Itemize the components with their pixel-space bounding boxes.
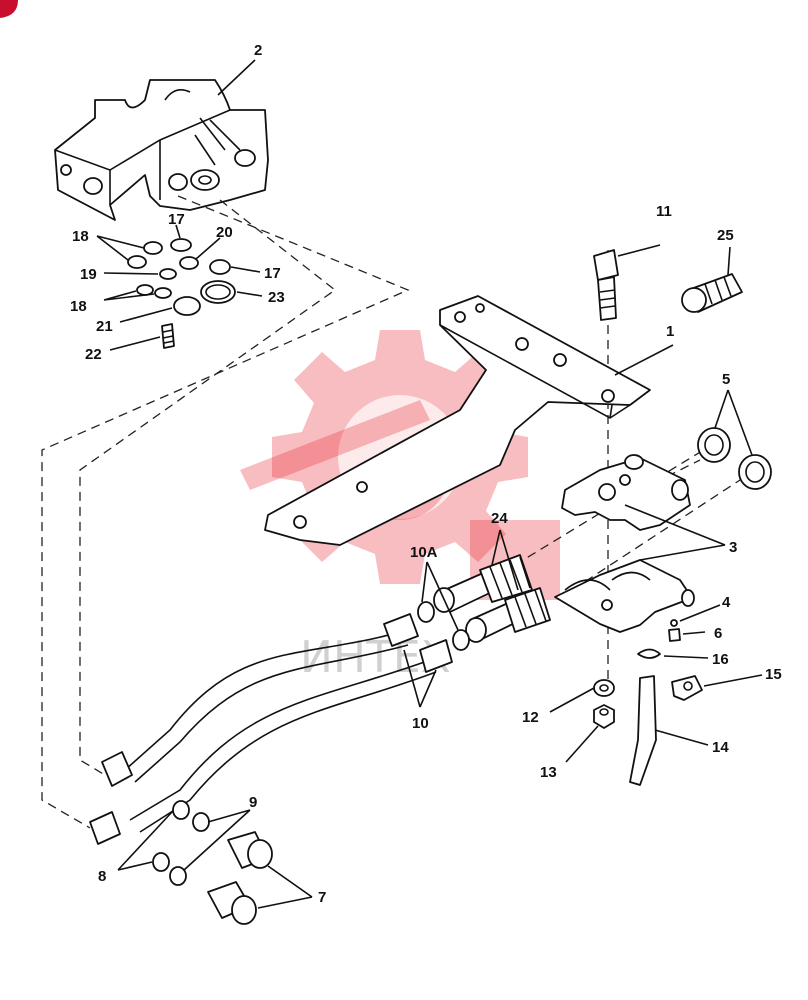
part-15-clip-clamp (671, 675, 703, 701)
part-18-seal-a (143, 241, 163, 255)
callout-18-a: 18 (72, 228, 89, 245)
part-3-clamp-lower (554, 559, 695, 633)
callout-23: 23 (268, 289, 285, 306)
callout-12: 12 (522, 709, 539, 726)
part-24-coupler-upper (433, 554, 533, 613)
part-21-seal (173, 296, 201, 316)
part-14-tube (629, 675, 657, 786)
callout-21: 21 (96, 318, 113, 335)
callout-9: 9 (249, 794, 257, 811)
part-17-seal-a (170, 238, 192, 252)
part-18-seal-c (136, 284, 154, 296)
part-12-washer (593, 679, 615, 697)
part-16-clip (637, 648, 661, 659)
callout-4: 4 (722, 594, 731, 611)
part-10a-o-ring-b (452, 629, 470, 651)
part-24-coupler-lower (465, 587, 551, 643)
callout-24: 24 (491, 510, 508, 527)
callout-labels: 2 11 25 1 5 3 24 10A 4 6 16 15 12 10 14 … (70, 42, 782, 906)
callout-5: 5 (722, 371, 730, 388)
part-17-seal-b (209, 259, 231, 275)
callout-6: 6 (714, 625, 722, 642)
callout-14: 14 (712, 739, 729, 756)
part-10-hose-lower (89, 639, 453, 845)
parts-8-9-seals (152, 800, 210, 886)
part-7-plug-a (227, 831, 273, 869)
part-25-fitting (681, 273, 743, 313)
part-13-nut (593, 704, 615, 729)
part-2-valve-body (54, 79, 269, 221)
callout-8: 8 (98, 868, 106, 885)
part-18-seal-b (127, 255, 147, 269)
callout-10a: 10A (410, 544, 438, 561)
part-19-seal (159, 268, 177, 280)
callout-17-a: 17 (168, 211, 185, 228)
callout-16: 16 (712, 651, 729, 668)
part-18-seal-d (154, 287, 172, 299)
seal-kit-parts (127, 238, 236, 349)
callout-15: 15 (765, 666, 782, 683)
callout-7: 7 (318, 889, 326, 906)
callout-20: 20 (216, 224, 233, 241)
callout-22: 22 (85, 346, 102, 363)
callout-3: 3 (729, 539, 737, 556)
callout-19: 19 (80, 266, 97, 283)
leader-lines (96, 59, 763, 909)
part-3-clamp-upper (561, 454, 691, 531)
part-7-plug-b (207, 881, 257, 925)
corner-mark (0, 0, 18, 18)
callout-11: 11 (656, 203, 672, 220)
part-10-hose-upper (101, 613, 419, 787)
callout-10: 10 (412, 715, 429, 732)
callout-17-b: 17 (264, 265, 281, 282)
callout-25: 25 (717, 227, 734, 244)
callout-18-b: 18 (70, 298, 87, 315)
part-5-bushings (697, 427, 772, 490)
part-20-seal (179, 256, 199, 270)
callout-13: 13 (540, 764, 557, 781)
part-6-grease-fitting (668, 628, 681, 642)
part-4-ball (670, 619, 678, 627)
part-10a-o-ring-a (417, 601, 435, 623)
callout-2: 2 (254, 42, 262, 59)
part-1-mounting-bracket (264, 295, 651, 546)
part-11-bolt (593, 249, 619, 321)
callout-1: 1 (666, 323, 674, 340)
